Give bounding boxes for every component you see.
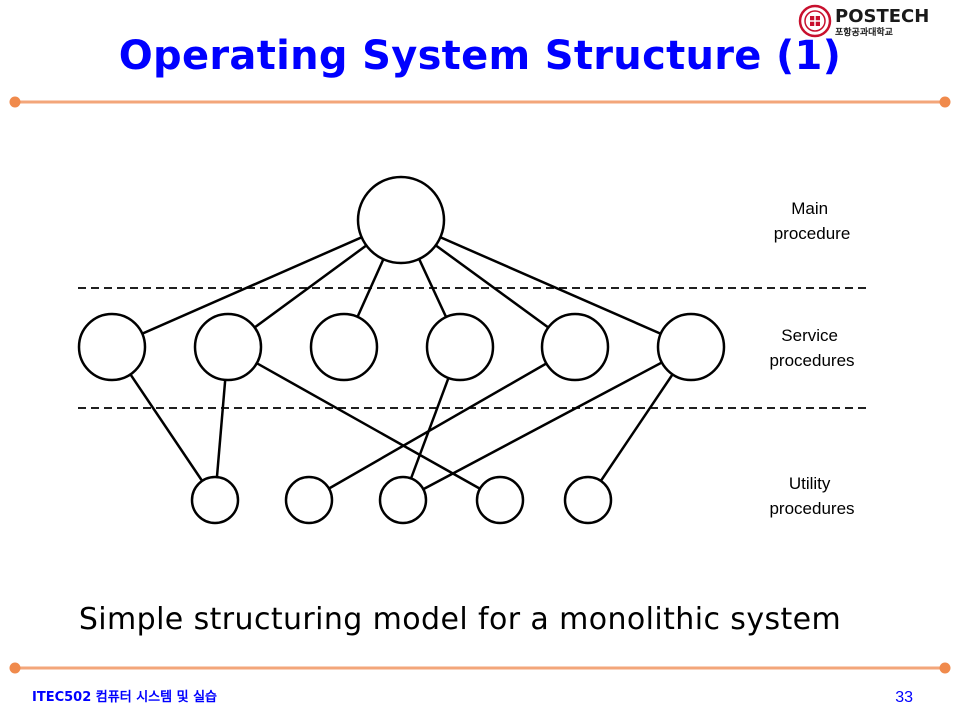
- service-procedure-node: [425, 312, 495, 382]
- utility-procedures-label: Utility procedures: [769, 474, 854, 518]
- main-procedure-label: Main procedure: [774, 199, 851, 243]
- service-procedures-label: Service procedures: [769, 326, 854, 370]
- service-procedure-node: [656, 312, 726, 382]
- title-divider: [9, 96, 951, 108]
- course-footer: ITEC502 컴퓨터 시스템 및 실습: [32, 690, 218, 705]
- utility-procedure-node: [190, 475, 240, 525]
- utility-procedure-node: [284, 475, 334, 525]
- postech-emblem-icon: [798, 4, 832, 38]
- logo-name: POSTECH: [835, 6, 929, 27]
- footer-divider: [9, 662, 951, 674]
- logo-subtitle: 포항공과대학교: [835, 26, 893, 38]
- monolithic-structure-diagram: Main procedure Service procedures Utilit…: [77, 175, 868, 525]
- utility-procedure-node: [563, 475, 613, 525]
- diagram-caption: Simple structuring model for a monolithi…: [78, 602, 842, 637]
- main-procedure-node: [356, 175, 446, 265]
- slide-title: Operating System Structure (1): [118, 33, 842, 79]
- service-procedure-node: [309, 312, 379, 382]
- utility-procedure-node: [378, 475, 428, 525]
- page-number: 33: [895, 689, 913, 706]
- utility-procedure-node: [475, 475, 525, 525]
- service-procedure-node: [193, 312, 263, 382]
- service-procedure-node: [540, 312, 610, 382]
- service-procedure-node: [77, 312, 147, 382]
- postech-logo: POSTECH 포항공과대학교: [798, 4, 929, 38]
